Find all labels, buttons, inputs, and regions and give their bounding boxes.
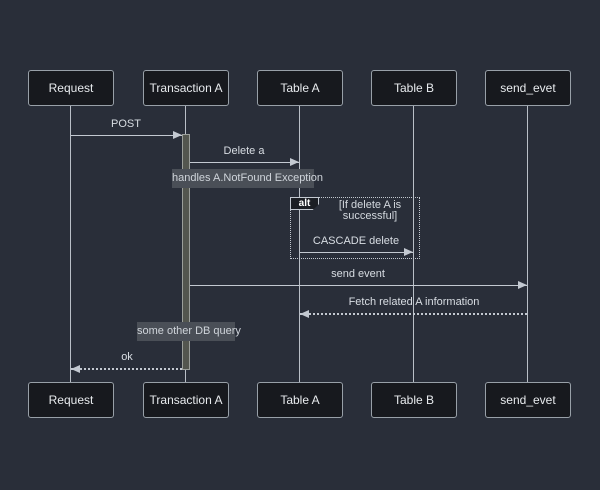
message-line-delete-a: [190, 162, 299, 163]
actor-table-b-top: Table B: [371, 70, 457, 106]
arrowhead-icon: [173, 131, 182, 139]
actor-label: Table B: [393, 81, 435, 95]
actor-send-evet-bottom: send_evet: [485, 382, 571, 418]
message-label-post: POST: [111, 118, 141, 130]
actor-label: Table A: [280, 81, 320, 95]
actor-request-bottom: Request: [28, 382, 114, 418]
actor-transaction-a-bottom: Transaction A: [143, 382, 229, 418]
lifeline-request: [70, 106, 71, 382]
message-line-ok: [71, 368, 182, 370]
message-label-delete-a: Delete a: [223, 145, 265, 157]
message-label-send-event: send event: [331, 268, 385, 280]
actor-label: Transaction A: [149, 393, 223, 407]
arrowhead-icon: [71, 365, 80, 373]
actor-label: Request: [48, 81, 94, 95]
arrowhead-icon: [300, 310, 309, 318]
actor-send-evet-top: send_evet: [485, 70, 571, 106]
note-other-db-query: some other DB query: [137, 322, 241, 341]
message-line-post: [71, 135, 182, 136]
actor-label: send_evet: [500, 393, 556, 407]
lifeline-table-b: [413, 106, 414, 382]
arrowhead-icon: [518, 281, 527, 289]
actor-transaction-a-top: Transaction A: [143, 70, 229, 106]
lifeline-table-a: [299, 106, 300, 382]
message-label-fetch-related: Fetch related A information: [348, 296, 480, 308]
message-line-fetch-related: [300, 313, 527, 315]
actor-label: send_evet: [500, 81, 556, 95]
alt-condition-label: [If delete A is successful]: [338, 199, 402, 222]
alt-operator-label: alt: [290, 197, 319, 210]
actor-label: Table A: [280, 393, 320, 407]
actor-label: Request: [48, 393, 94, 407]
actor-table-a-top: Table A: [257, 70, 343, 106]
actor-table-a-bottom: Table A: [257, 382, 343, 418]
alt-frame: [290, 197, 420, 259]
actor-label: Transaction A: [149, 81, 223, 95]
actor-request-top: Request: [28, 70, 114, 106]
message-label-ok: ok: [121, 351, 133, 363]
message-line-cascade-delete: [300, 252, 413, 253]
actor-label: Table B: [393, 393, 435, 407]
message-label-cascade-delete: CASCADE delete: [312, 235, 400, 247]
message-line-send-event: [190, 285, 527, 286]
arrowhead-icon: [404, 248, 413, 256]
lifeline-send-evet: [527, 106, 528, 382]
actor-table-b-bottom: Table B: [371, 382, 457, 418]
note-handles-exception: handles A.NotFound Exception: [172, 169, 323, 188]
activation-bar-transaction-a: [182, 134, 190, 370]
arrowhead-icon: [290, 158, 299, 166]
